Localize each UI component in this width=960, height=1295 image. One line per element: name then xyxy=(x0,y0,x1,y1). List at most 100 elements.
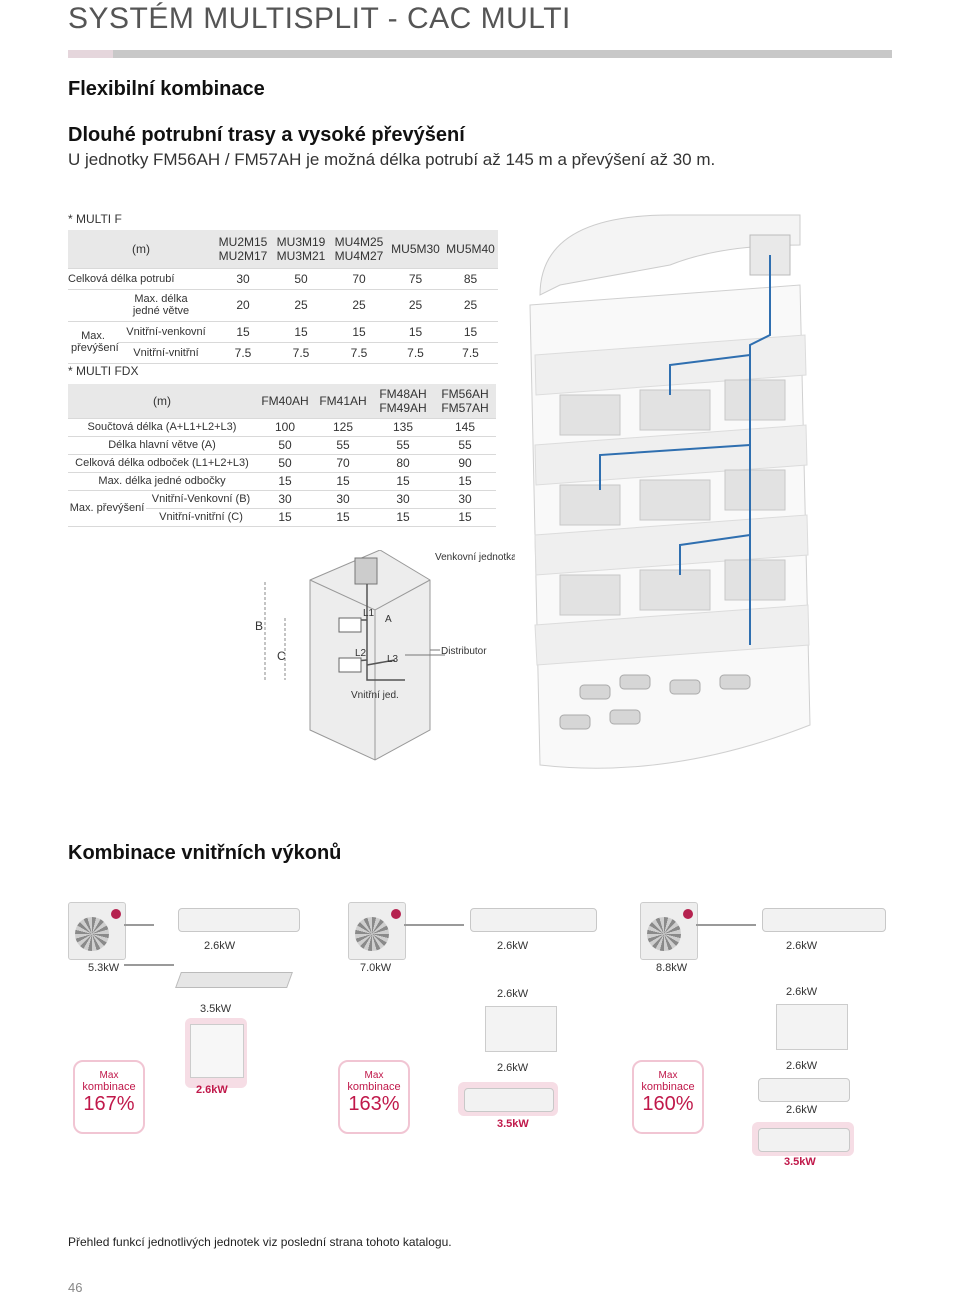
outdoor-capacity: 5.3kW xyxy=(88,962,120,974)
row-label: Max. délka jedné větve xyxy=(132,293,190,317)
indoor-unit xyxy=(338,657,362,673)
unit-capacity: 2.6kW xyxy=(786,986,818,998)
table-row: Součtová délka (A+L1+L2+L3) 100 125 135 … xyxy=(68,418,496,437)
table-unit: (m) xyxy=(68,230,214,269)
column-header: MU2M15 MU2M17 xyxy=(214,230,272,269)
column-header: MU5M30 xyxy=(388,230,443,269)
title-rule-accent xyxy=(68,50,113,58)
kombinace-label: kombinace xyxy=(82,1081,136,1093)
label-l3: L3 xyxy=(387,654,399,665)
cell: 7.5 xyxy=(214,342,272,364)
max-label: Max xyxy=(658,1070,678,1081)
unit-capacity: 2.6kW xyxy=(497,988,529,1000)
unit-capacity: 2.6kW xyxy=(497,940,529,952)
combination-1: 5.3kW 2.6kW 3.5kW 2.6kW Max kombinace 16… xyxy=(68,890,358,1180)
indoor-unit xyxy=(338,617,362,633)
cassette-unit xyxy=(190,1024,244,1078)
outdoor-unit xyxy=(354,557,378,585)
cell: 25 xyxy=(388,289,443,322)
cell: 80 xyxy=(372,454,434,473)
cell: 50 xyxy=(272,268,330,290)
row-label: Součtová délka (A+L1+L2+L3) xyxy=(68,418,256,437)
cell: 20 xyxy=(214,289,272,322)
column-header: FM56AH FM57AH xyxy=(434,384,496,419)
wall-unit xyxy=(758,1078,850,1102)
unit-capacity: 2.6kW xyxy=(786,1060,818,1072)
cell: 30 xyxy=(256,490,314,509)
duct-unit xyxy=(175,972,293,988)
max-combination-badge: Max kombinace 163% xyxy=(338,1060,410,1134)
kombinace-label: kombinace xyxy=(347,1081,401,1093)
fan-icon xyxy=(75,917,109,951)
multi-f-label: * MULTI F xyxy=(68,212,122,226)
max-percent: 160% xyxy=(642,1093,694,1115)
section2-heading: Kombinace vnitřních výkonů xyxy=(68,842,342,864)
cell: 70 xyxy=(330,268,388,290)
row-label: Vnitřní-Venkovní (B) xyxy=(146,490,256,509)
cell: 7.5 xyxy=(443,342,498,364)
outdoor-capacity: 7.0kW xyxy=(360,962,392,974)
cell: 15 xyxy=(443,321,498,343)
cell: 15 xyxy=(314,472,372,491)
max-label: Max xyxy=(99,1070,119,1081)
cell: 100 xyxy=(256,418,314,437)
row-label: Vnitřní-vnitřní xyxy=(118,342,214,364)
max-combination-badge: Max kombinace 167% xyxy=(73,1060,145,1134)
cell: 135 xyxy=(372,418,434,437)
wall-unit-highlighted xyxy=(758,1128,850,1152)
wall-unit xyxy=(762,908,886,932)
table-unit: (m) xyxy=(68,384,256,419)
cell: 15 xyxy=(434,508,496,527)
outdoor-label: Venkovní jednotka xyxy=(435,552,515,563)
intro-text: U jednotky FM56AH / FM57AH je možná délk… xyxy=(68,150,716,169)
highlight-capacity: 3.5kW xyxy=(784,1156,816,1168)
column-header: MU3M19 MU3M21 xyxy=(272,230,330,269)
max-label: Max xyxy=(364,1070,384,1081)
indoor-label: Vnitřní jed. xyxy=(351,690,399,701)
lg-logo-icon xyxy=(111,909,121,919)
group-label: Max. převýšení xyxy=(71,330,119,354)
outdoor-capacity: 8.8kW xyxy=(656,962,688,974)
wall-unit xyxy=(470,908,597,932)
sub-heading: Dlouhé potrubní trasy a vysoké převýšení xyxy=(68,124,465,146)
table-row: Délka hlavní větve (A) 50 55 55 55 xyxy=(68,436,496,455)
unit-capacity: 3.5kW xyxy=(200,1003,232,1015)
unit-capacity: 2.6kW xyxy=(204,940,236,952)
cell: 15 xyxy=(434,472,496,491)
column-header: MU5M40 xyxy=(443,230,498,269)
label-c: C xyxy=(277,649,286,663)
table-row: Max. převýšení Vnitřní-Venkovní (B) 30 3… xyxy=(68,490,496,527)
highlight-capacity: 2.6kW xyxy=(196,1084,228,1096)
cell: 15 xyxy=(372,508,434,527)
cell: 30 xyxy=(434,490,496,509)
table-row: Celková délka odboček (L1+L2+L3) 50 70 8… xyxy=(68,454,496,473)
row-label: Celková délka potrubí xyxy=(68,268,214,290)
cell: 15 xyxy=(256,508,314,527)
table-row: Celková délka potrubí 30 50 70 75 85 xyxy=(68,268,498,290)
lg-logo-icon xyxy=(391,909,401,919)
cell: 90 xyxy=(434,454,496,473)
cell: 15 xyxy=(330,321,388,343)
multi-f-table: (m) MU2M15 MU2M17 MU3M19 MU3M21 MU4M25 M… xyxy=(68,230,498,364)
pipe-lines xyxy=(599,255,771,645)
cell: 25 xyxy=(330,289,388,322)
cell: 25 xyxy=(443,289,498,322)
building-illustration xyxy=(529,214,811,769)
cell: 15 xyxy=(256,472,314,491)
cell: 70 xyxy=(314,454,372,473)
fan-icon xyxy=(647,917,681,951)
distributor-label: Distributor xyxy=(441,646,487,657)
outdoor-unit xyxy=(68,902,126,960)
column-header: FM41AH xyxy=(314,384,372,419)
cell: 15 xyxy=(388,321,443,343)
outdoor-unit xyxy=(640,902,698,960)
cell: 50 xyxy=(256,454,314,473)
cell: 15 xyxy=(272,321,330,343)
cell: 15 xyxy=(314,508,372,527)
fan-icon xyxy=(355,917,389,951)
piping-diagram: Venkovní jednotka B C L1 A L2 L3 Distrib… xyxy=(255,550,515,761)
label-b: B xyxy=(255,619,263,633)
row-label: Délka hlavní větve (A) xyxy=(68,436,256,455)
max-percent: 167% xyxy=(83,1093,135,1115)
group-label: Max. převýšení xyxy=(68,490,146,527)
